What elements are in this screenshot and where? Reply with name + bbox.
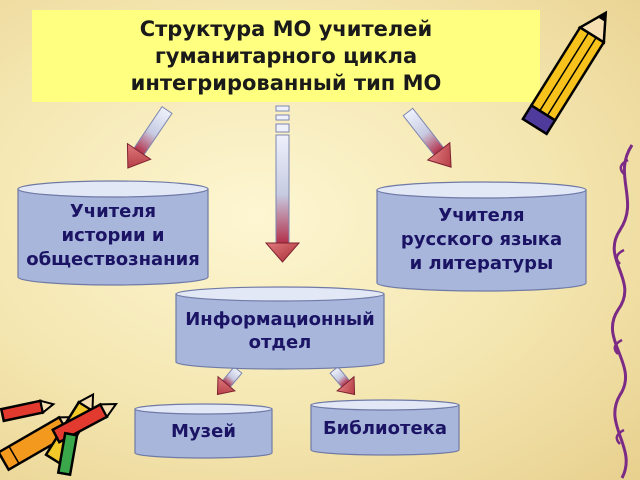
node-info-department: Информационный отдел bbox=[175, 286, 385, 370]
arrow-to-info-dept bbox=[264, 105, 301, 263]
title-line-3: интегрированный тип МО bbox=[130, 70, 442, 95]
cylinder-shape bbox=[376, 181, 587, 292]
info-line-2: отдел bbox=[248, 332, 312, 353]
russian-line-1: Учителя bbox=[438, 204, 525, 226]
arrow-to-russian-teachers bbox=[402, 107, 452, 168]
arrow-to-history-teachers bbox=[126, 105, 173, 169]
history-line-1: Учителя bbox=[69, 201, 157, 222]
library-label: Библиотека bbox=[322, 417, 448, 439]
node-library: Библиотека bbox=[310, 399, 460, 456]
russian-line-2: русского языка bbox=[400, 228, 563, 250]
museum-label: Музей bbox=[171, 421, 236, 442]
node-museum: Музей bbox=[134, 403, 273, 459]
history-line-3: обществознания bbox=[26, 249, 200, 270]
history-line-2: истории и bbox=[61, 225, 165, 246]
cylinder-shape bbox=[134, 403, 273, 459]
cylinder-shape bbox=[175, 286, 385, 370]
russian-line-3: и литературы bbox=[409, 252, 554, 274]
diagram-title: Структура МО учителей гуманитарного цикл… bbox=[32, 10, 540, 102]
title-line-2: гуманитарного цикла bbox=[154, 43, 418, 68]
node-history-teachers: Учителя истории и обществознания bbox=[17, 180, 209, 286]
node-russian-teachers: Учителя русского языка и литературы bbox=[376, 181, 587, 292]
info-line-1: Информационный bbox=[185, 309, 375, 330]
cylinder-shape bbox=[17, 180, 209, 286]
title-line-1: Структура МО учителей bbox=[139, 16, 433, 41]
cylinder-shape bbox=[310, 399, 460, 456]
